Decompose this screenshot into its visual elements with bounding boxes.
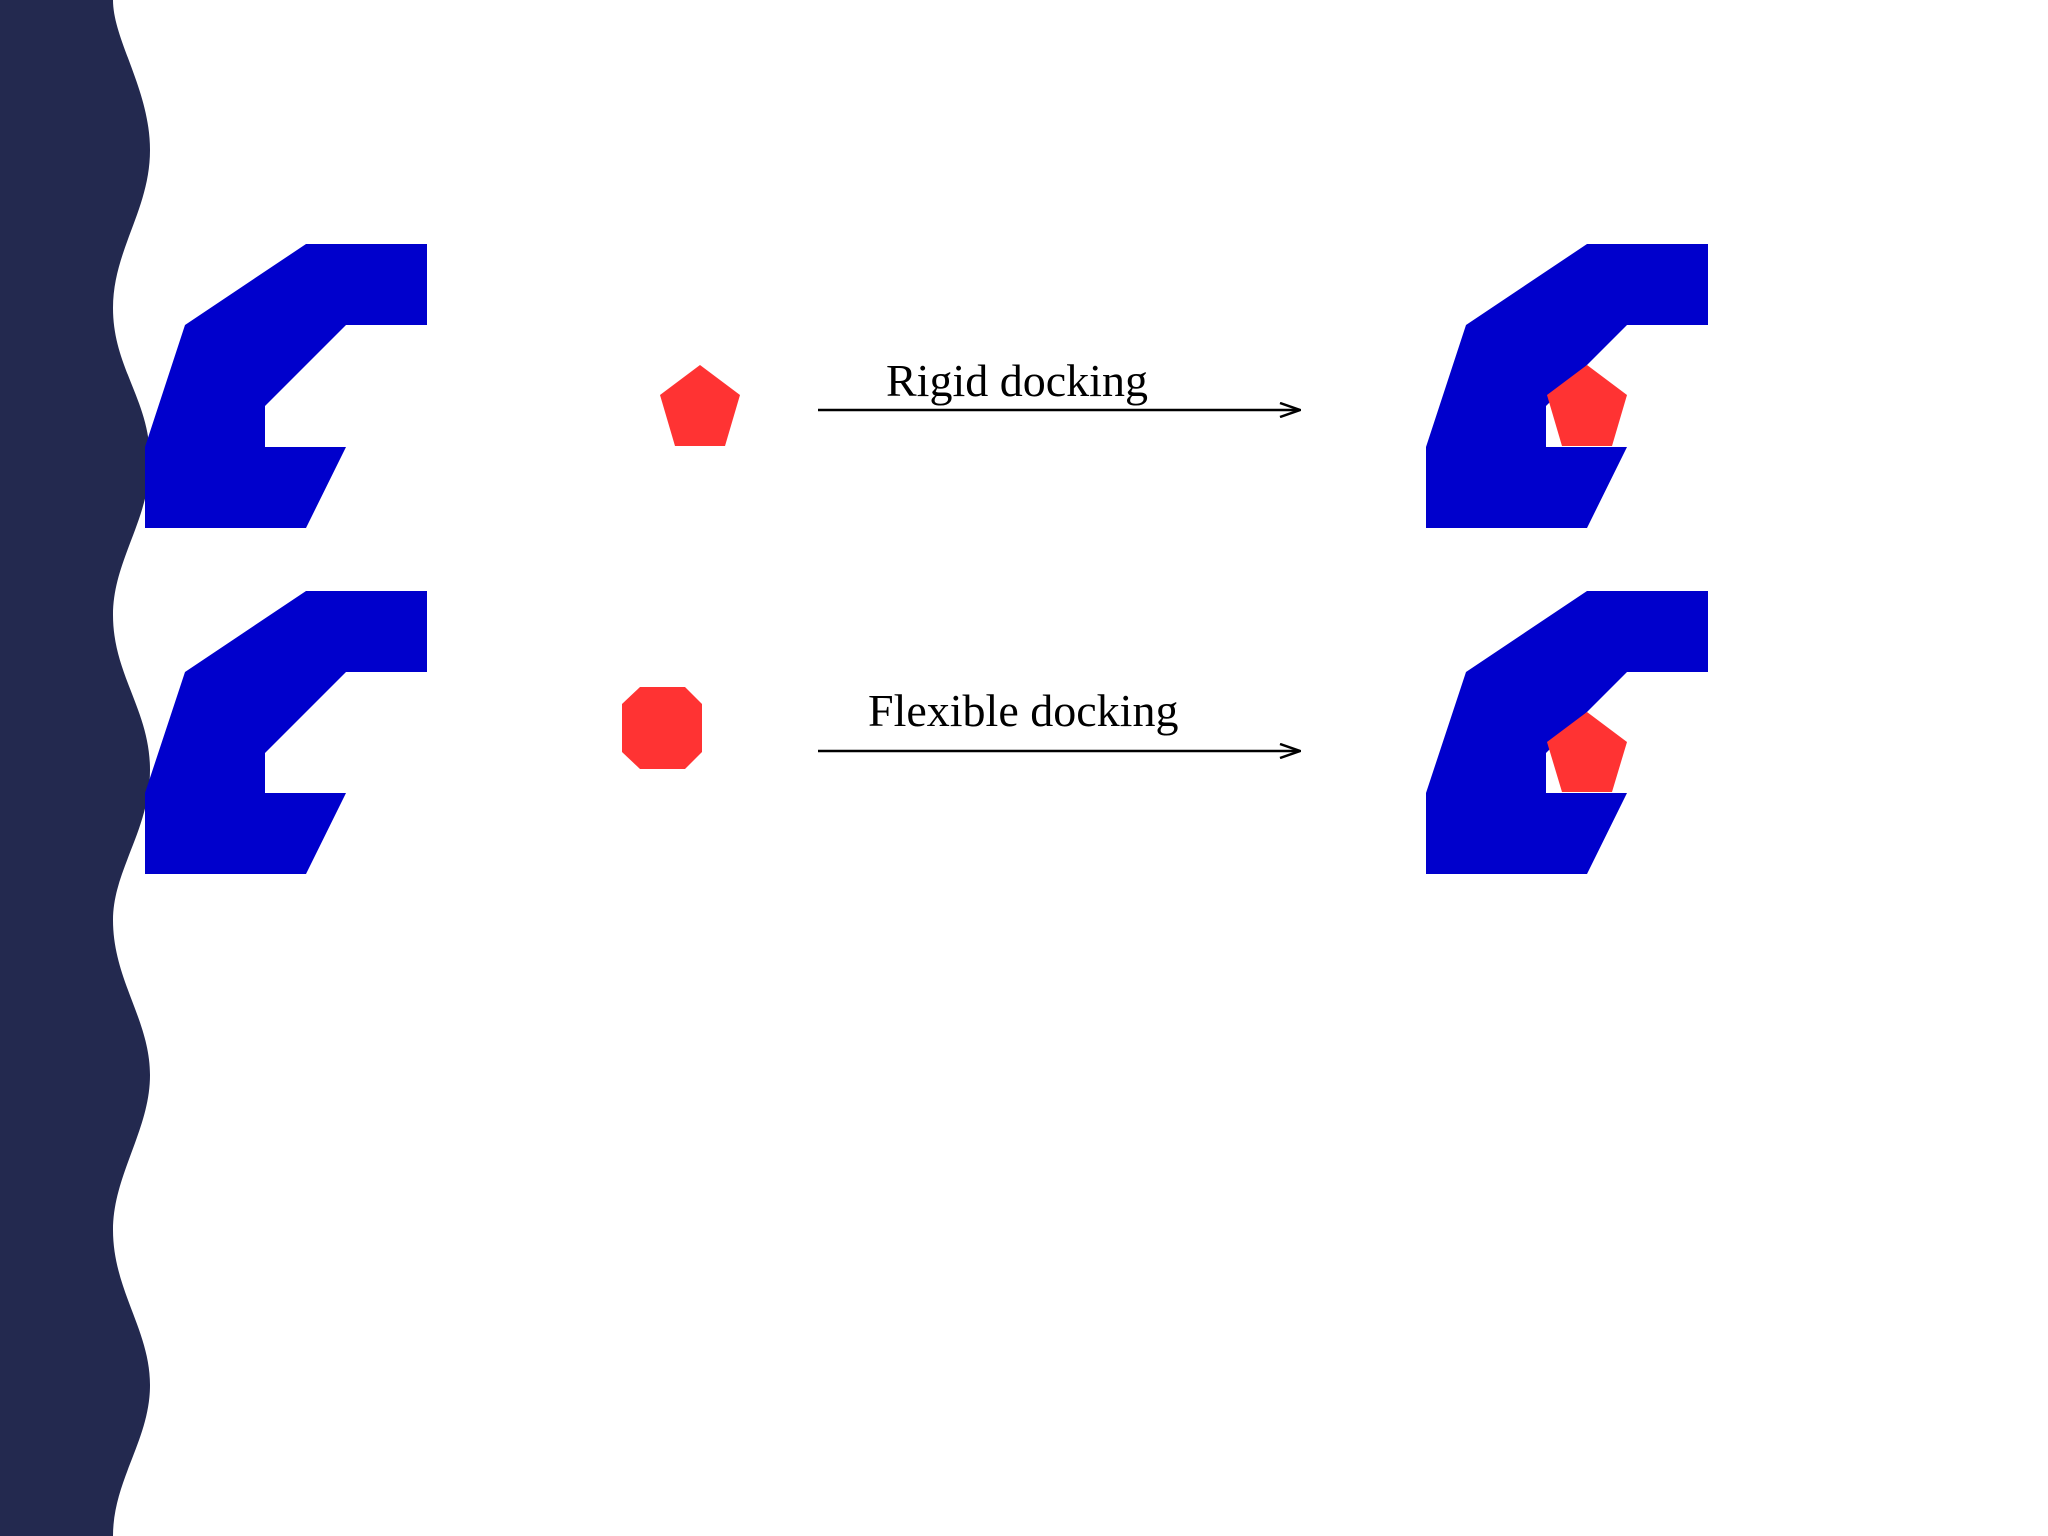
ligand-icon bbox=[622, 687, 702, 769]
ligand-icon bbox=[1547, 365, 1627, 446]
receptor-icon bbox=[1426, 244, 1708, 528]
flexible-docking-label: Flexible docking bbox=[868, 685, 1178, 736]
receptor-icon bbox=[1426, 591, 1708, 874]
receptor-icon bbox=[145, 244, 427, 528]
sidebar-wave bbox=[0, 0, 150, 1536]
ligand-icon bbox=[1547, 712, 1627, 792]
ligand-icon bbox=[660, 365, 740, 446]
row-rigid-docking: Rigid docking bbox=[145, 244, 1708, 528]
row-flexible-docking: Flexible docking bbox=[145, 591, 1708, 874]
receptor-icon bbox=[145, 591, 427, 874]
rigid-docking-label: Rigid docking bbox=[886, 355, 1148, 406]
